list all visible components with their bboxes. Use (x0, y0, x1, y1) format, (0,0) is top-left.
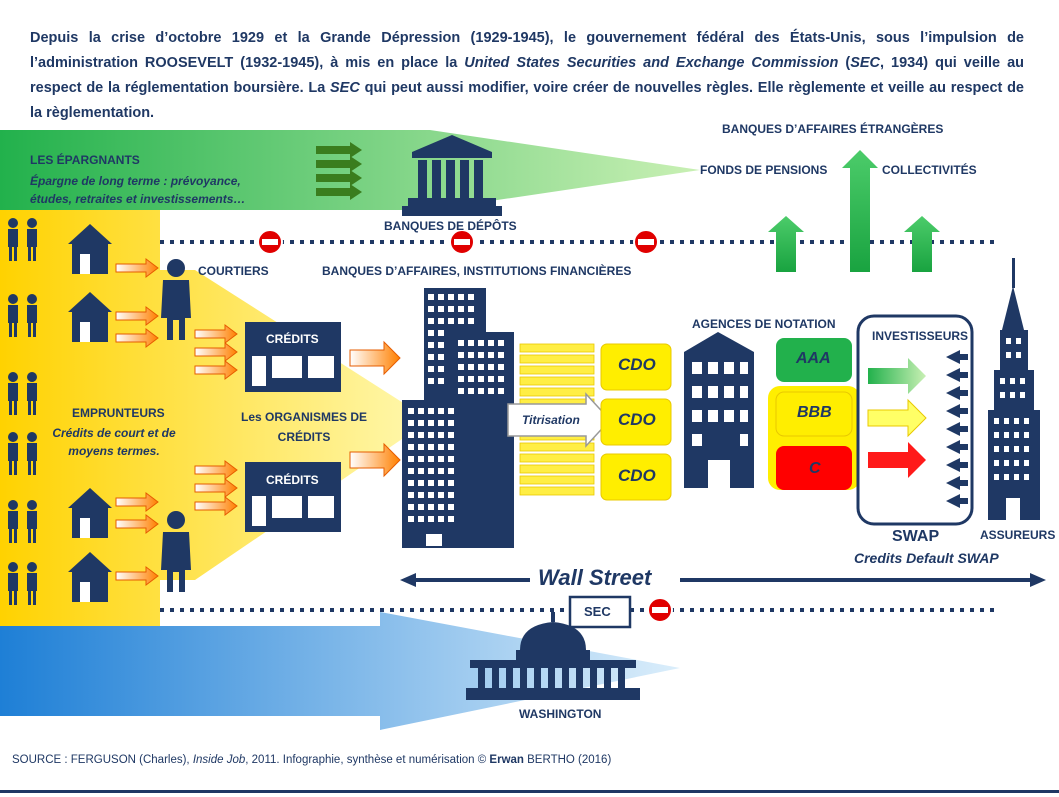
source-citation: SOURCE : FERGUSON (Charles), Inside Job,… (12, 754, 612, 766)
label-fonds-pensions: FONDS DE PENSIONS (700, 163, 828, 177)
broker-icon (161, 511, 191, 592)
invest-arrow-red (868, 442, 926, 478)
label-sec: SEC (584, 604, 611, 619)
invest-arrow-yellow (867, 398, 927, 438)
up-arrow-big (842, 150, 878, 272)
bank-building-icon (402, 135, 502, 216)
no-entry-icon (257, 229, 283, 255)
label-emprunteurs-sub: Crédits de court et de moyens termes. (52, 426, 176, 458)
label-cdo-3: CDO (618, 466, 656, 485)
label-cds: Credits Default SWAP (854, 550, 999, 566)
label-banques-etrangeres: BANQUES D’AFFAIRES ÉTRANGÈRES (722, 122, 944, 136)
washington-arrow (0, 612, 680, 730)
no-entry-icon (633, 229, 659, 255)
label-assureurs: ASSUREURS (980, 528, 1056, 542)
up-arrow-left (768, 216, 804, 272)
invest-arrow-green (868, 358, 926, 394)
cdo-box (600, 343, 672, 391)
cdo-box (600, 398, 672, 446)
up-arrow-right (904, 216, 940, 272)
credit-office-top (245, 322, 341, 392)
credit-office-bottom (245, 462, 341, 532)
sec-box (568, 595, 632, 629)
rating-bbb-box (775, 391, 853, 437)
label-bbb: BBB (797, 404, 832, 421)
windows (408, 294, 504, 546)
orange-arrows-to-banks (349, 340, 401, 478)
label-credits-bottom: CRÉDITS (266, 473, 319, 487)
label-credits-top: CRÉDITS (266, 332, 319, 346)
people-icons (8, 218, 37, 605)
label-cdo-2: CDO (618, 410, 656, 429)
wall-street-arrow (400, 573, 1046, 587)
label-collectivites: COLLECTIVITÉS (882, 163, 977, 177)
house-icons (68, 224, 112, 602)
broker-icon (161, 259, 191, 340)
rating-aaa-box (776, 338, 852, 382)
label-epargnants: LES ÉPARGNANTS (30, 153, 140, 167)
orange-arrows-left (115, 258, 159, 586)
label-agences-notation: AGENCES DE NOTATION (692, 317, 836, 331)
orange-arrows-right (194, 324, 238, 516)
label-washington: WASHINGTON (519, 707, 602, 721)
rating-agency-building-icon (684, 332, 754, 488)
titrisation-arrow (507, 392, 612, 448)
rating-c-box (776, 446, 852, 490)
skyscrapers-icon (402, 288, 514, 548)
bottom-divider (0, 790, 1059, 793)
label-banques-depots: BANQUES DE DÉPÔTS (384, 219, 517, 233)
cdo-box (600, 453, 672, 501)
no-entry-icon (449, 229, 475, 255)
label-aaa: AAA (796, 350, 831, 367)
label-courtiers: COURTIERS (198, 264, 269, 278)
intro-text: Depuis la crise d’octobre 1929 et la Gra… (30, 30, 1024, 121)
label-titrisation: Titrisation (522, 413, 580, 427)
label-emprunteurs: EMPRUNTEURS (72, 406, 165, 420)
small-green-arrows (316, 142, 362, 200)
swap-small-arrows (946, 350, 968, 508)
label-investisseurs: INVESTISSEURS (872, 329, 969, 343)
label-epargnants-sub: Épargne de long terme : prévoyance, étud… (30, 174, 246, 206)
label-c: C (809, 460, 821, 477)
insurers-tower-icon (988, 258, 1040, 520)
no-entry-icon (647, 597, 673, 623)
label-wall-street: Wall Street (538, 565, 652, 590)
label-cdo-1: CDO (618, 355, 656, 374)
capitol-icon (466, 612, 640, 700)
label-banques-affaires: BANQUES D’AFFAIRES, INSTITUTIONS FINANCI… (322, 264, 632, 278)
label-organismes: Les ORGANISMES DE CRÉDITS (240, 410, 368, 444)
label-swap: SWAP (892, 528, 940, 545)
